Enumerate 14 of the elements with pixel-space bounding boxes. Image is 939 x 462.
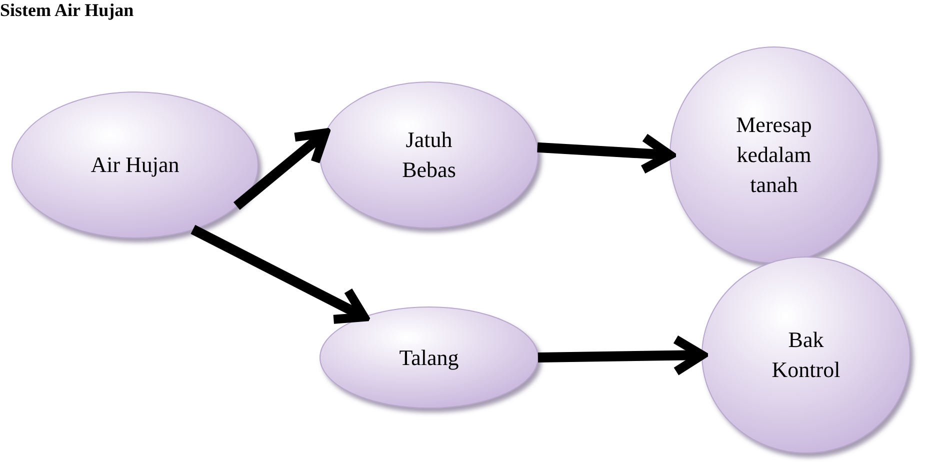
arrow xyxy=(538,334,706,376)
node-label: Talang xyxy=(398,344,460,372)
process-ellipse xyxy=(318,305,540,410)
arrow xyxy=(190,224,369,324)
node-label: Jatuh Bebas xyxy=(401,126,457,184)
arrow xyxy=(537,133,674,174)
process-ellipse xyxy=(318,80,540,230)
diagram-title: Sistem Air Hujan xyxy=(0,0,134,21)
process-ellipse xyxy=(10,90,260,240)
node-label: Bak Kontrol xyxy=(770,326,842,384)
process-ellipse xyxy=(700,255,912,455)
node-label: Meresap kedalam tanah xyxy=(735,111,813,199)
process-ellipse xyxy=(668,45,880,265)
node-label: Air Hujan xyxy=(90,151,180,180)
